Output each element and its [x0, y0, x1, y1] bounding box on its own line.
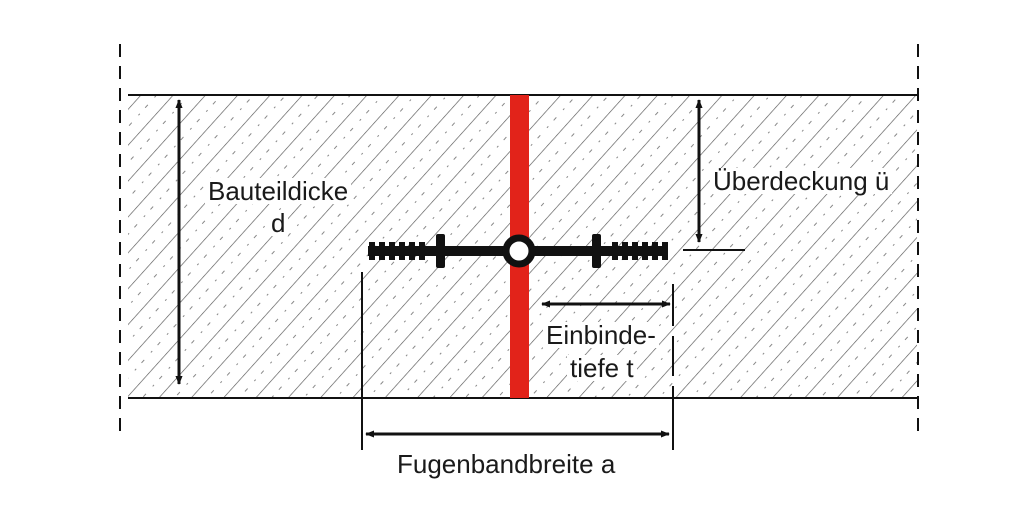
band-width-label: Fugenbandbreite a	[397, 449, 616, 479]
band-ribs-right	[592, 234, 668, 268]
embed-depth-label-line1: Einbinde-	[543, 322, 659, 348]
embed-depth-label-line2: tiefe t	[567, 355, 637, 381]
thickness-label-line2: d	[268, 210, 289, 236]
waterstop-band	[368, 234, 668, 268]
thickness-label-line1: Bauteildicke	[205, 178, 352, 204]
band-ribs-left	[369, 234, 445, 268]
overlap-label: Überdeckung ü	[710, 168, 893, 194]
band-center-bulb	[502, 234, 536, 268]
